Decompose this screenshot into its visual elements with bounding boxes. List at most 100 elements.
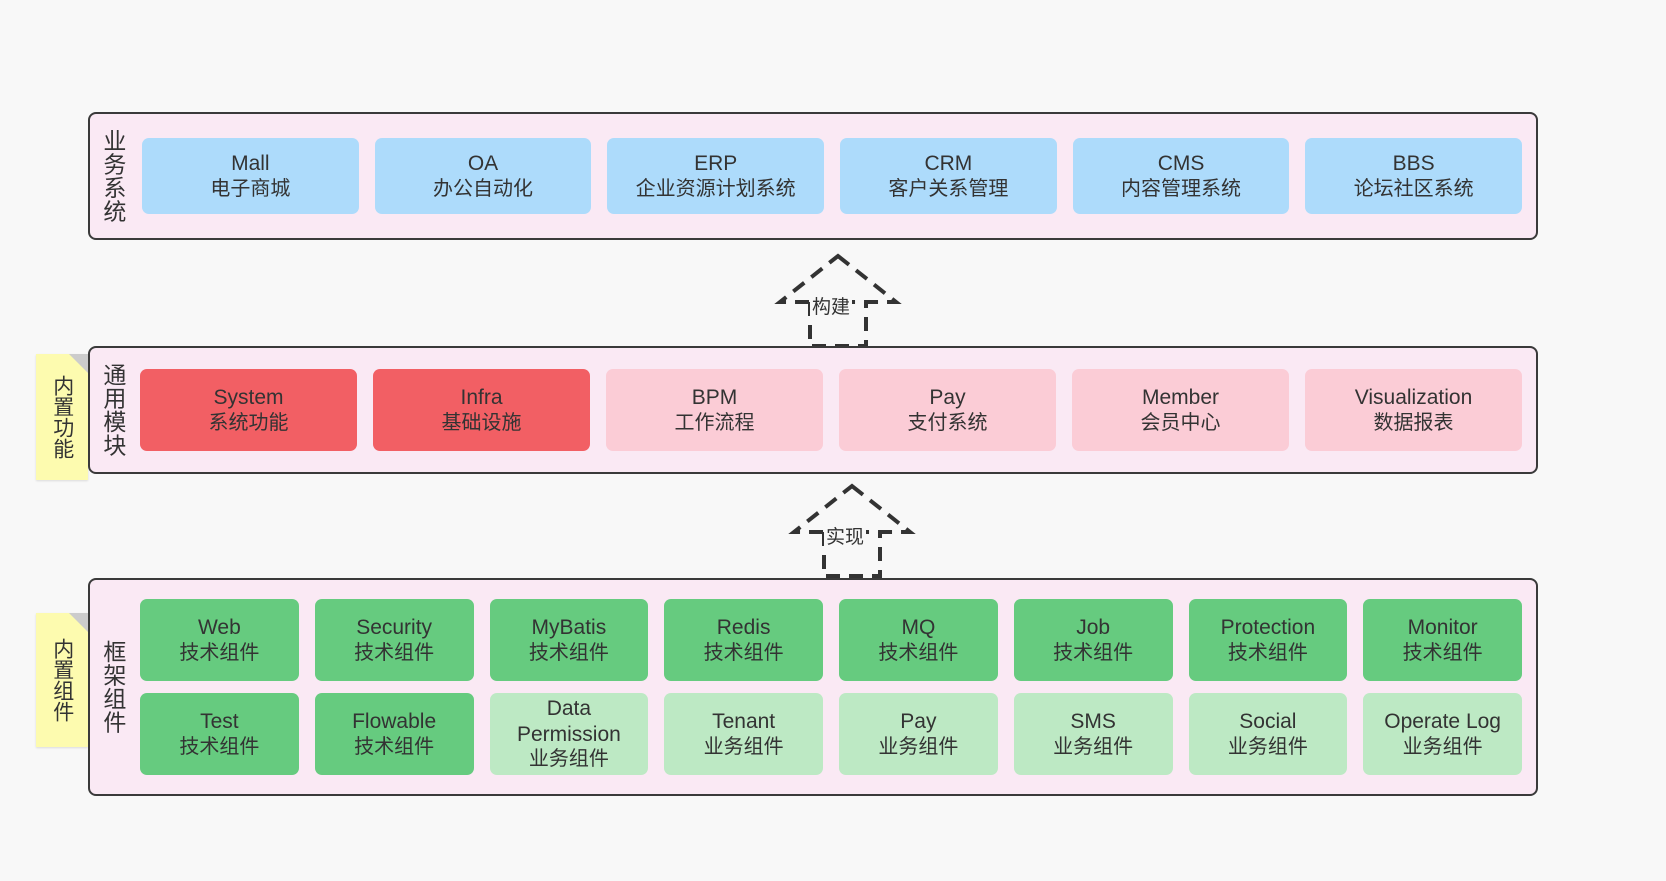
card-mall[interactable]: Mall 电子商城 bbox=[142, 138, 359, 214]
card-title-cn: 内容管理系统 bbox=[1121, 177, 1242, 200]
card-pay[interactable]: Pay 支付系统 bbox=[839, 369, 1056, 451]
card-title-en: Job bbox=[1076, 616, 1111, 639]
card-mq[interactable]: MQ 技术组件 bbox=[839, 599, 998, 681]
sticky-note-text: 内置组件 bbox=[50, 638, 74, 722]
sticky-note-builtin-features[interactable]: 内置功能 bbox=[36, 354, 88, 480]
page-fold-icon bbox=[69, 354, 88, 373]
card-title-cn: 业务组件 bbox=[703, 735, 784, 758]
card-title-en: Test bbox=[200, 710, 239, 733]
card-title-en: Protection bbox=[1220, 616, 1316, 639]
card-title-cn: 技术组件 bbox=[703, 641, 784, 664]
card-title-cn: 数据报表 bbox=[1373, 411, 1454, 434]
card-title-cn: 业务组件 bbox=[1053, 735, 1134, 758]
card-security[interactable]: Security 技术组件 bbox=[314, 599, 474, 681]
layer-framework-components[interactable]: 框架组件 Web 技术组件 Security 技术组件 MyBatis 技术组件… bbox=[88, 578, 1538, 796]
card-visualization[interactable]: Visualization 数据报表 bbox=[1305, 369, 1522, 451]
card-title-cn: 业务组件 bbox=[878, 735, 959, 758]
card-web[interactable]: Web 技术组件 bbox=[140, 599, 299, 681]
layer-common-modules[interactable]: 通用模块 System 系统功能 Infra 基础设施 BPM 工作流程 Pay… bbox=[88, 346, 1538, 474]
card-title-cn: 支付系统 bbox=[907, 411, 988, 434]
connector-label-build: 构建 bbox=[810, 292, 853, 319]
card-title-cn: 业务组件 bbox=[1227, 735, 1308, 758]
card-title-cn: 业务组件 bbox=[1402, 735, 1483, 758]
card-sms[interactable]: SMS 业务组件 bbox=[1013, 693, 1173, 775]
layer-title-modules: 通用模块 bbox=[99, 363, 126, 457]
card-title-cn: 客户关系管理 bbox=[888, 177, 1009, 200]
card-title-en: CMS bbox=[1157, 152, 1205, 175]
card-title-cn: 技术组件 bbox=[1402, 641, 1483, 664]
card-title-en: Tenant bbox=[712, 710, 776, 733]
card-title-cn: 论坛社区系统 bbox=[1353, 177, 1474, 200]
card-title-en: Visualization bbox=[1354, 386, 1473, 409]
framework-row-business: Test 技术组件 Flowable 技术组件 Data Permission … bbox=[140, 693, 1522, 775]
card-title-cn: 技术组件 bbox=[179, 641, 260, 664]
card-title-cn: 工作流程 bbox=[674, 411, 755, 434]
card-title-cn: 技术组件 bbox=[878, 641, 959, 664]
card-test[interactable]: Test 技术组件 bbox=[140, 693, 299, 775]
layer-title-framework: 框架组件 bbox=[99, 640, 126, 734]
card-title-cn: 技术组件 bbox=[354, 641, 435, 664]
framework-row-tech: Web 技术组件 Security 技术组件 MyBatis 技术组件 Redi… bbox=[140, 599, 1522, 681]
card-title-en: Member bbox=[1141, 386, 1220, 409]
card-job[interactable]: Job 技术组件 bbox=[1013, 599, 1173, 681]
card-title-en: Pay bbox=[900, 710, 937, 733]
card-title-cn: 技术组件 bbox=[528, 641, 609, 664]
card-title-en: SMS bbox=[1070, 710, 1116, 733]
card-title-cn: 技术组件 bbox=[179, 735, 260, 758]
card-title-cn: 基础设施 bbox=[441, 411, 522, 434]
card-title-cn: 会员中心 bbox=[1140, 411, 1221, 434]
generalization-arrow-icon bbox=[788, 483, 916, 578]
card-data-permission[interactable]: Data Permission 业务组件 bbox=[489, 693, 649, 775]
card-title-cn: 办公自动化 bbox=[433, 177, 533, 200]
card-title-en: CRM bbox=[924, 152, 973, 175]
card-crm[interactable]: CRM 客户关系管理 bbox=[840, 138, 1057, 214]
card-flowable[interactable]: Flowable 技术组件 bbox=[314, 693, 474, 775]
connector-label-implement: 实现 bbox=[824, 522, 867, 549]
card-title-cn: 企业资源计划系统 bbox=[635, 177, 796, 200]
layer-title-business: 业务系统 bbox=[99, 129, 126, 223]
card-title-en: System bbox=[213, 386, 284, 409]
card-protection[interactable]: Protection 技术组件 bbox=[1188, 599, 1348, 681]
card-erp[interactable]: ERP 企业资源计划系统 bbox=[607, 138, 825, 214]
card-system[interactable]: System 系统功能 bbox=[140, 369, 357, 451]
card-title-cn: 电子商城 bbox=[210, 177, 291, 200]
card-title-en: MyBatis bbox=[531, 616, 607, 639]
card-title-cn: 技术组件 bbox=[1053, 641, 1134, 664]
card-bbs[interactable]: BBS 论坛社区系统 bbox=[1305, 138, 1523, 214]
card-infra[interactable]: Infra 基础设施 bbox=[373, 369, 590, 451]
card-bpm[interactable]: BPM 工作流程 bbox=[606, 369, 823, 451]
card-title-en: OA bbox=[467, 152, 499, 175]
card-title-en: Web bbox=[197, 616, 241, 639]
card-title-en: Pay bbox=[929, 386, 966, 409]
card-title-en: Monitor bbox=[1407, 616, 1478, 639]
layer-body-business: Mall 电子商城 OA 办公自动化 ERP 企业资源计划系统 CRM 客户关系… bbox=[134, 114, 1536, 238]
card-title-cn: 技术组件 bbox=[1227, 641, 1308, 664]
card-pay-business[interactable]: Pay 业务组件 bbox=[839, 693, 998, 775]
page-fold-icon bbox=[69, 613, 88, 632]
sticky-note-text: 内置功能 bbox=[50, 375, 74, 459]
card-redis[interactable]: Redis 技术组件 bbox=[664, 599, 823, 681]
card-title-en: BPM bbox=[691, 386, 738, 409]
layer-business-systems[interactable]: 业务系统 Mall 电子商城 OA 办公自动化 ERP 企业资源计划系统 CRM… bbox=[88, 112, 1538, 240]
card-title-en: ERP bbox=[694, 152, 738, 175]
card-title-cn: 业务组件 bbox=[528, 748, 609, 771]
card-title-cn: 系统功能 bbox=[208, 411, 289, 434]
card-oa[interactable]: OA 办公自动化 bbox=[374, 138, 592, 214]
card-title-en: Social bbox=[1239, 710, 1297, 733]
card-title-en: Infra bbox=[460, 386, 503, 409]
sticky-note-builtin-components[interactable]: 内置组件 bbox=[36, 613, 88, 747]
card-monitor[interactable]: Monitor 技术组件 bbox=[1363, 599, 1522, 681]
layer-body-modules: System 系统功能 Infra 基础设施 BPM 工作流程 Pay 支付系统… bbox=[134, 348, 1536, 472]
card-member[interactable]: Member 会员中心 bbox=[1072, 369, 1289, 451]
card-title-en: Flowable bbox=[352, 710, 437, 733]
connector-build: 构建 bbox=[748, 252, 928, 348]
card-cms[interactable]: CMS 内容管理系统 bbox=[1072, 138, 1290, 214]
card-title-en: Security bbox=[356, 616, 433, 639]
card-social[interactable]: Social 业务组件 bbox=[1188, 693, 1348, 775]
card-operate-log[interactable]: Operate Log 业务组件 bbox=[1363, 693, 1522, 775]
card-tenant[interactable]: Tenant 业务组件 bbox=[664, 693, 823, 775]
card-mybatis[interactable]: MyBatis 技术组件 bbox=[489, 599, 649, 681]
layer-body-framework: Web 技术组件 Security 技术组件 MyBatis 技术组件 Redi… bbox=[134, 580, 1536, 794]
connector-implement: 实现 bbox=[762, 482, 942, 578]
